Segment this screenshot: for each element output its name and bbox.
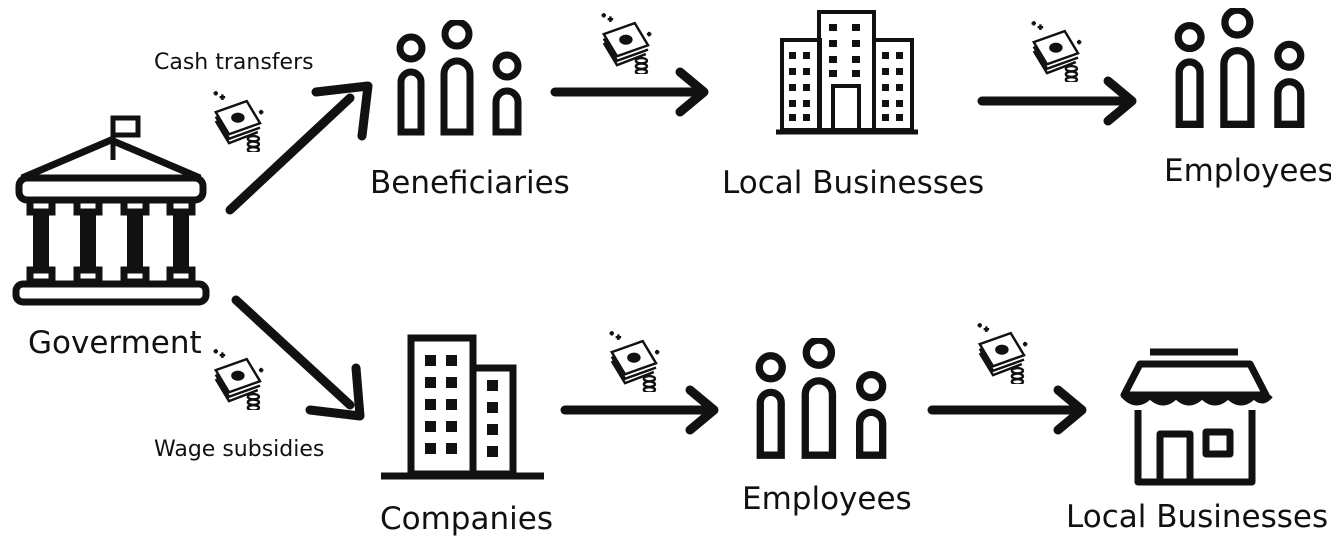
office-building-icon: [776, 10, 918, 135]
money-stack-icon: [212, 90, 265, 152]
shop-icon: [1120, 348, 1273, 486]
node-label-employees-bottom: Employees: [742, 481, 912, 517]
node-label-local-businesses-top: Local Businesses: [722, 165, 985, 201]
arrow-companies-to-employees: [560, 385, 719, 435]
people-group-icon: [759, 340, 882, 455]
node-label-local-businesses-bottom: Local Businesses: [1066, 499, 1329, 535]
money-stack-icon: [976, 322, 1029, 384]
edge-label-cash-transfers: Cash transfers: [154, 50, 314, 75]
arrow-employees-to-local-businesses: [927, 385, 1087, 435]
company-building-icon: [381, 334, 544, 480]
arrow-local-businesses-to-employees: [977, 76, 1137, 126]
money-stack-icon: [600, 12, 653, 74]
edge-label-wage-subsidies: Wage subsidies: [154, 437, 325, 462]
money-stack-icon: [212, 348, 265, 410]
arrow-gov-to-beneficiaries: [225, 81, 373, 215]
money-stack-icon: [1030, 20, 1083, 82]
node-label-beneficiaries: Beneficiaries: [370, 165, 570, 201]
node-label-government: Goverment: [28, 325, 202, 361]
arrow-beneficiaries-to-local-businesses: [550, 67, 709, 117]
government-building-icon: [12, 115, 210, 306]
people-group-icon: [400, 22, 518, 132]
node-label-companies: Companies: [380, 501, 553, 537]
people-group-icon: [1178, 10, 1301, 124]
node-label-employees-top: Employees: [1164, 153, 1331, 189]
arrow-gov-to-companies: [231, 295, 365, 421]
money-stack-icon: [608, 330, 661, 392]
